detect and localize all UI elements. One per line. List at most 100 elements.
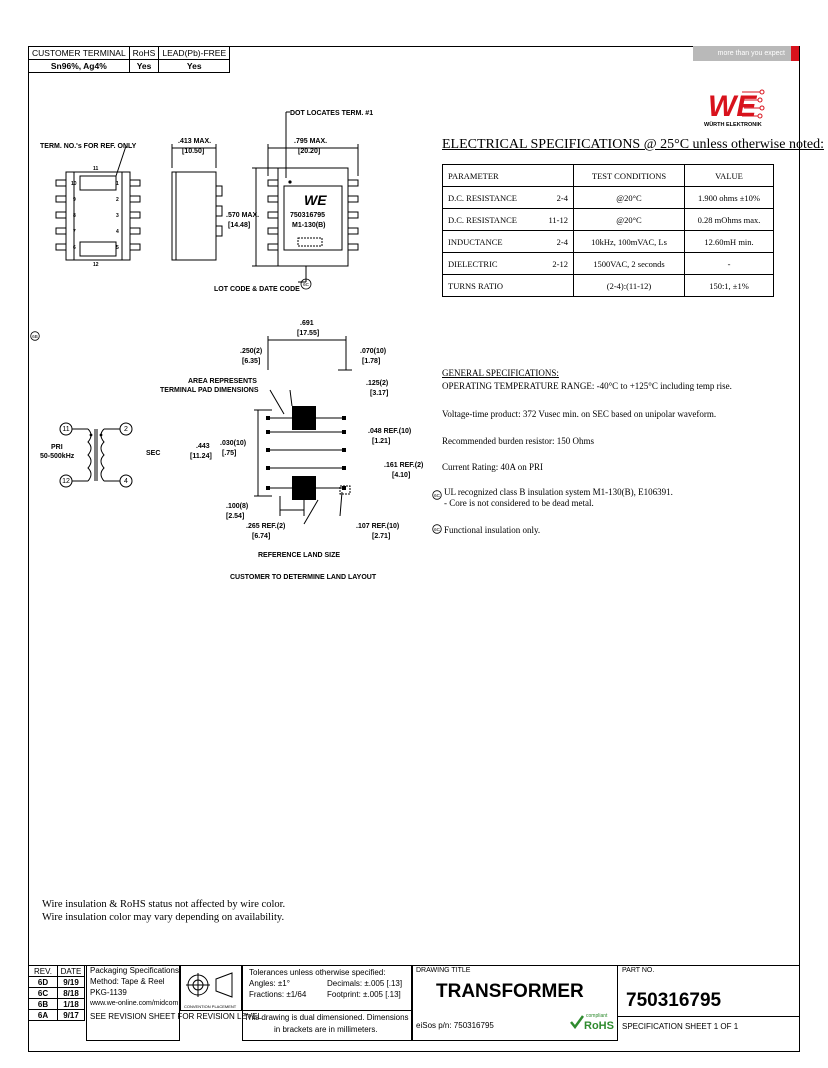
customer-land-layout: CUSTOMER TO DETERMINE LAND LAYOUT [230, 574, 377, 581]
dim-030: .030(10) [220, 440, 247, 447]
lot-code-label: LOT CODE & DATE CODE [214, 286, 300, 293]
electrical-spec-table: PARAMETER TEST CONDITIONS VALUE D.C. RES… [441, 164, 774, 297]
dim-570-mm: [14.48] [228, 222, 251, 229]
package-outline-drawing: 6C [55, 111, 359, 290]
table-row: D.C. RESISTANCE 11-12 @20°C 0.28 mOhms m… [441, 208, 774, 231]
pin-label: 3 [116, 213, 119, 219]
footprint: Footprint: ±.005 [.13] [327, 990, 401, 999]
table-row: TURNS RATIO (2-4):(11-12) 150:1, ±1% [441, 274, 774, 297]
schem-pin: 12 [62, 478, 70, 485]
dim-250: .250(2) [240, 348, 263, 355]
pri-label: PRI [51, 444, 63, 451]
terminal-table: CUSTOMER TERMINAL RoHS LEAD(Pb)-FREE Sn9… [28, 46, 231, 73]
dim-161-mm: [4.10] [392, 472, 411, 479]
title-block [28, 965, 800, 1052]
terminal-value: Sn96%, Ag4% [28, 59, 130, 73]
part-marking-2: M1-130(B) [292, 222, 326, 229]
rev-cell: 6C [28, 987, 58, 999]
rohs-value: Yes [128, 59, 160, 73]
dim-795: .795 MAX. [294, 138, 328, 145]
company-name: WÜRTH ELEKTRONIK [704, 122, 762, 128]
dim-107: .107 REF.(10) [356, 523, 400, 530]
area-represents: AREA REPRESENTS [188, 378, 257, 385]
insulation-mark-icon: 6B [30, 331, 40, 341]
dual-dimension-1: This drawing is dual dimensioned. Dimens… [244, 1013, 409, 1022]
packaging-pkg: PKG-1139 [90, 988, 127, 997]
packaging-link[interactable]: www.we-online.com/midcom [90, 1000, 179, 1007]
schem-pin: 2 [124, 426, 128, 433]
dim-125-mm: [3.17] [370, 390, 389, 397]
electrical-title: ELECTRICAL SPECIFICATIONS @ 25°C unless … [442, 137, 824, 152]
date-cell: 8/18 [57, 987, 85, 999]
pin-top: 11 [93, 166, 99, 172]
pin-bottom: 12 [93, 262, 99, 268]
rohs-header: RoHS [128, 46, 160, 60]
table-row: INDUCTANCE 2-4 10kHz, 100mVAC, Ls 12.60m… [441, 230, 774, 253]
dot-locates-label: DOT LOCATES TERM. #1 [290, 110, 374, 117]
dim-048-mm: [1.21] [372, 438, 391, 445]
dim-443-mm: [11.24] [190, 453, 212, 460]
drawing-sheet-border [28, 46, 800, 1052]
pin-label: 6 [73, 245, 76, 251]
angles: Angles: ±1° [249, 979, 290, 988]
esos-part-number: eiSos p/n: 750316795 [416, 1021, 494, 1030]
current-rating: Current Rating: 40A on PRI [442, 462, 543, 472]
dim-413: .413 MAX. [178, 138, 212, 145]
part-marking: 750316795 [290, 212, 326, 219]
dim-100-mm: [2.54] [226, 513, 245, 520]
dim-070-mm: [1.78] [362, 358, 381, 365]
dim-070: .070(10) [360, 348, 387, 355]
leadfree-header: LEAD(Pb)-FREE [158, 46, 231, 60]
dim-413-mm: [10.50] [182, 148, 205, 155]
part-logo: WE [304, 192, 327, 208]
dim-265: .265 REF.(2) [246, 523, 286, 530]
rohs-check-icon [570, 1015, 584, 1029]
pin-label: 8 [73, 213, 76, 219]
packaging-method: Method: Tape & Reel [90, 977, 165, 986]
dim-107-mm: [2.71] [372, 533, 391, 540]
logo-text: WE [708, 90, 757, 123]
dim-048: .048 REF.(10) [368, 428, 412, 435]
terminal-header: CUSTOMER TERMINAL [28, 46, 130, 60]
dim-570: .570 MAX. [226, 212, 260, 219]
note-line: Wire insulation & RoHS status not affect… [42, 899, 286, 910]
dim-250-mm: [6.35] [242, 358, 261, 365]
date-cell: 9/19 [57, 976, 85, 988]
ul-insulation: UL recognized class B insulation system … [444, 487, 673, 497]
date-cell: 1/18 [57, 998, 85, 1010]
terminal-pad-dims: TERMINAL PAD DIMENSIONS [160, 387, 259, 394]
dual-dimension-2: in brackets are in millimeters. [274, 1025, 378, 1034]
operating-temp: OPERATING TEMPERATURE RANGE: -40°C to +1… [442, 381, 732, 391]
dim-691-mm: [17.55] [297, 330, 320, 337]
dim-030-mm: [.75] [222, 450, 237, 457]
dim-691: .691 [300, 320, 314, 327]
pin-label: 4 [116, 229, 119, 235]
dim-795-mm: [20.20] [298, 148, 321, 155]
rev-cell: 6B [28, 998, 58, 1010]
rohs-logo: RoHS [584, 1020, 614, 1032]
svg-text:6C: 6C [434, 527, 441, 532]
burden-resistor: Recommended burden resistor: 150 Ohms [442, 436, 594, 446]
voltage-time: Voltage-time product: 372 Vusec min. on … [442, 409, 717, 419]
drawing-title-label: DRAWING TITLE [416, 967, 471, 974]
drawing-title: TRANSFORMER [436, 981, 584, 1002]
revision-sheet-note: SEE REVISION SHEET FOR REVISION LEVEL [90, 1012, 262, 1021]
functional-insulation: Functional insulation only. [444, 525, 541, 535]
packaging-specs: Packaging Specifications [90, 966, 179, 975]
pri-freq: 50-500kHz [40, 453, 75, 460]
pin-label: 1 [116, 181, 119, 187]
rohs-compliant: compliant [586, 1013, 608, 1019]
date-cell: 9/17 [57, 1009, 85, 1021]
functional-mark-icon: 6C [432, 524, 442, 534]
general-title: GENERAL SPECIFICATIONS: [442, 368, 559, 378]
svg-text:6B: 6B [32, 334, 38, 339]
schem-pin: 4 [124, 478, 128, 485]
decimals: Decimals: ±.005 [.13] [327, 979, 403, 988]
param-header: PARAMETER [442, 164, 574, 187]
leadfree-value: Yes [158, 59, 231, 73]
tolerances-label: Tolerances unless otherwise specified: [249, 968, 386, 977]
sec-label: SEC [146, 450, 161, 457]
convention-placement: CONVENTION PLACEMENT [184, 1004, 237, 1009]
dim-125: .125(2) [366, 380, 389, 387]
